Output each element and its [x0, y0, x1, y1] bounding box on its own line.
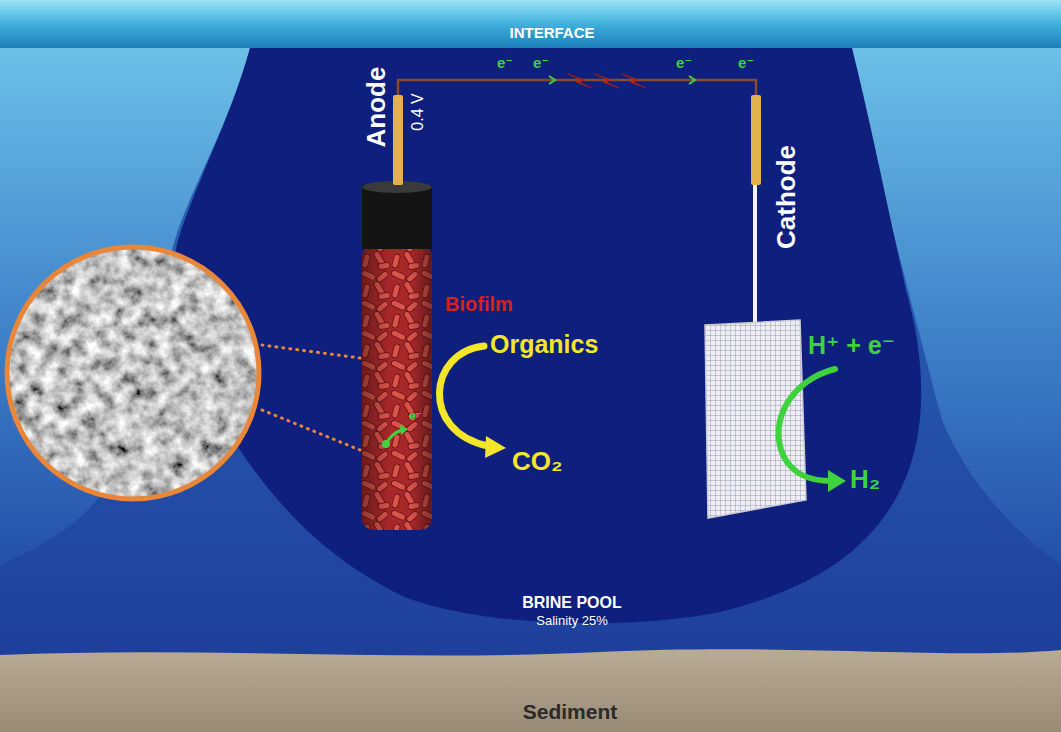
biofilm-cylinder [362, 245, 432, 530]
anode-electrode [362, 181, 432, 530]
substrate-label: Organics [490, 331, 598, 359]
interface-label: INTERFACE [509, 25, 594, 42]
brine-pool [173, 48, 921, 623]
reactant-label: H⁺ + e⁻ [808, 332, 895, 360]
anode-cap [362, 185, 432, 249]
product-label: H₂ [850, 465, 880, 494]
biofilm-shading [362, 245, 432, 530]
electron-label: e⁻ [676, 55, 692, 72]
inset-frame [7, 247, 259, 499]
arrow-head [400, 425, 408, 435]
cathode-mesh [705, 320, 806, 518]
voltage-value: 0.4 V [409, 93, 427, 130]
anode-terminal: Anode0.4 V [393, 95, 403, 185]
electrode-name: Cathode [772, 145, 801, 249]
electron-label: e⁻ [497, 55, 513, 72]
sediment-floor [0, 649, 1061, 732]
arrow-head [828, 470, 846, 492]
leader-line [262, 410, 360, 450]
resistor-symbol [568, 74, 646, 88]
region-label: BRINE POOL [522, 594, 622, 612]
leader-line [262, 345, 360, 358]
lightning-bolt [568, 74, 592, 88]
electrode-name: Anode [362, 67, 391, 148]
electron-label: e⁻ [533, 55, 549, 72]
electron-arrow [386, 430, 402, 444]
region-label: Sediment [523, 700, 618, 723]
lightning-bolt [622, 74, 646, 88]
lightning-bolt [595, 74, 619, 88]
interface-band [0, 0, 1061, 48]
flow-chevron [689, 76, 695, 84]
reduction-arrow [779, 369, 835, 481]
flow-chevron [549, 76, 555, 84]
cathode-wire [753, 185, 757, 322]
oxidation-arrow [439, 346, 488, 446]
arrow-head [485, 436, 506, 458]
cathode-terminal: Cathode [751, 95, 761, 185]
sem-texture [7, 247, 259, 499]
sem-inset [7, 247, 360, 499]
electron-label: e⁻ [738, 55, 754, 72]
electron-label: e⁻ [409, 410, 422, 423]
salinity-note: Salinity 25% [536, 614, 608, 628]
product-label: CO₂ [512, 447, 563, 476]
biofilm-label: Biofilm [445, 293, 513, 315]
